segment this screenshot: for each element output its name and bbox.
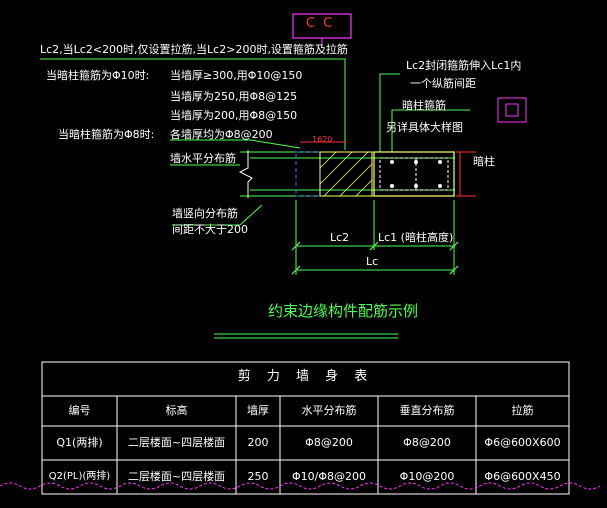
column-symbol	[497, 97, 527, 123]
table-cell: 250	[247, 470, 269, 483]
table-cell: 二层楼面~四层楼面	[127, 470, 226, 483]
table-header: 拉筋	[511, 404, 534, 417]
label-column: 暗柱	[473, 155, 495, 168]
right-note-1: Lc2封闭箍筋伸入Lc1内	[406, 59, 522, 72]
table-cell: Φ6@600X450	[484, 470, 561, 483]
table-title: 剪 力 墙 身 表	[237, 369, 374, 384]
hatch-zone	[319, 151, 373, 197]
leader-lc2	[40, 58, 346, 150]
table-cell: Q1(两排)	[56, 436, 103, 449]
table-header: 墙厚	[247, 404, 269, 417]
caption: 约束边缘构件配筋示例	[268, 302, 419, 320]
table-grid	[41, 361, 570, 495]
dim-lc: Lc	[366, 255, 379, 268]
table-cell: 200	[247, 436, 269, 449]
leader-right-3	[391, 109, 470, 152]
label-vertical-2: 间距不大于200	[172, 223, 248, 236]
top-marker-text: C C	[306, 16, 335, 31]
table-cell: Φ8@200	[305, 436, 353, 449]
label-vertical-1: 墙竖向分布筋	[172, 207, 238, 220]
break-symbol	[238, 150, 253, 198]
note-lc2: Lc2,当Lc2<200时,仅设置拉筋,当Lc2>200时,设置箍筋及拉筋	[40, 43, 348, 56]
note-col10: 当暗柱箍筋为Φ10时:	[46, 69, 150, 82]
table-header: 垂直分布筋	[399, 404, 455, 417]
lc1-column	[373, 151, 455, 197]
table-header: 水平分布筋	[301, 404, 357, 417]
label-horizontal: 墙水平分布筋	[170, 152, 236, 165]
leader-vertical	[172, 204, 263, 226]
table-header: 编号	[68, 404, 91, 417]
table-cell: 二层楼面~四层楼面	[127, 436, 226, 449]
table-cell: Φ8@200	[403, 436, 451, 449]
right-note-3: 暗柱箍筋	[402, 99, 446, 112]
right-note-2: 一个纵筋间距	[410, 77, 476, 90]
note-col8: 当暗柱箍筋为Φ8时:	[58, 128, 155, 141]
table-header: 标高	[165, 404, 188, 417]
spec-1: 当墙厚≥300,用Φ10@150	[170, 69, 303, 82]
right-note-4: 另详具体大样图	[386, 121, 463, 134]
spec-4: 各墙厚均为Φ8@200	[170, 128, 273, 141]
leader-spec4	[170, 139, 301, 149]
dim-small: 1620	[312, 135, 333, 144]
table-cell: Q2(PL)(两排)	[48, 471, 111, 482]
dim-lc1: Lc1 (暗柱高度)	[378, 231, 454, 244]
table-cell: Φ10@200	[399, 470, 455, 483]
table-cell: Φ10/Φ8@200	[291, 470, 366, 483]
leader-right-1	[379, 73, 400, 152]
table-cell: Φ6@600X600	[484, 436, 561, 449]
spec-2: 当墙厚为250,用Φ8@125	[170, 90, 298, 103]
dim-lc2: Lc2	[330, 231, 350, 244]
spec-3: 当墙厚为200,用Φ8@150	[170, 109, 298, 122]
bottom-wave	[0, 482, 601, 490]
